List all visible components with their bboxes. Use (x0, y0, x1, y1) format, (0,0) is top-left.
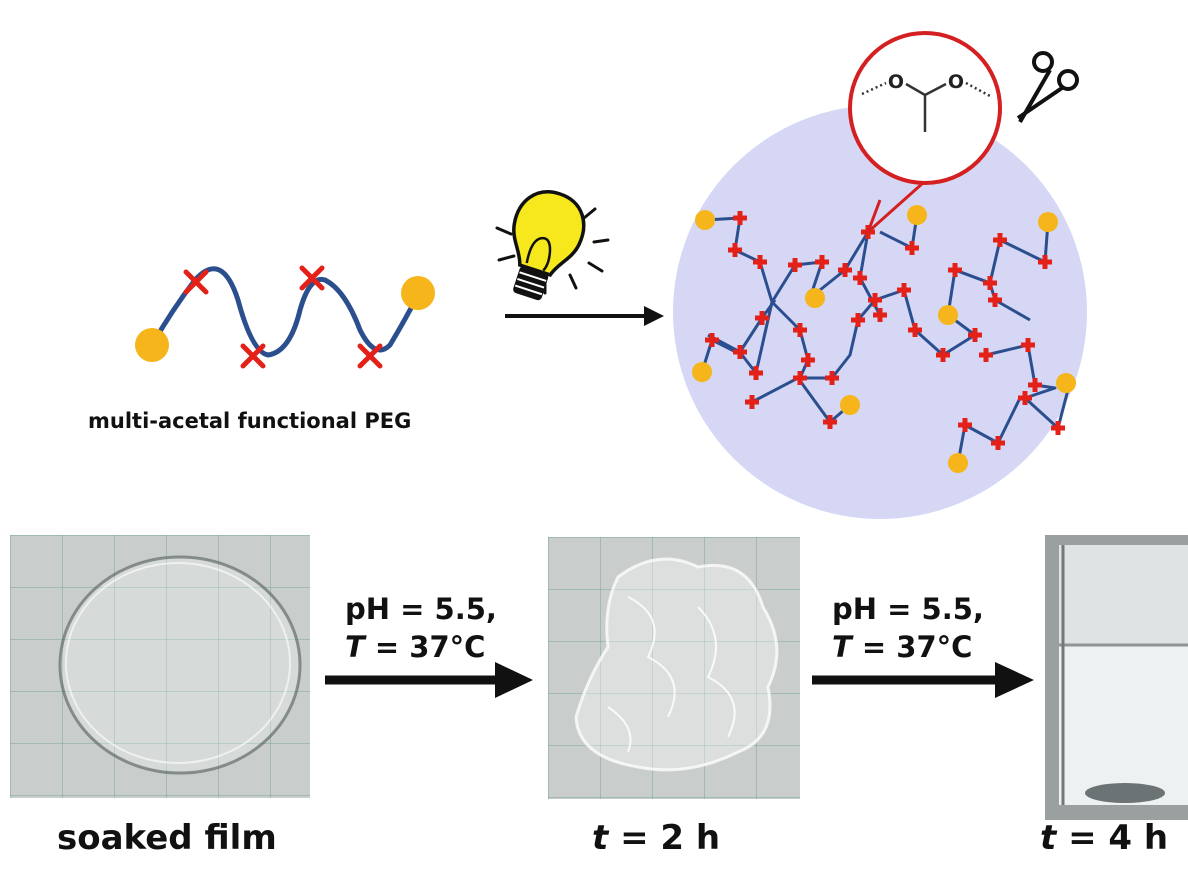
crosslink-marker (825, 371, 839, 385)
crosslink-marker (1018, 391, 1032, 405)
caption-text: soaked film (57, 818, 277, 858)
crosslink-marker (853, 271, 867, 285)
crosslink-marker (851, 313, 865, 327)
crosslink-marker (1021, 338, 1035, 352)
condition-1-temp: T = 37°C (345, 628, 497, 666)
crosslink-marker (905, 241, 919, 255)
crosslink-marker (988, 293, 1002, 307)
caption-soaked-film: soaked film (57, 818, 277, 858)
crosslink-marker (728, 243, 742, 257)
crosslink-marker (1038, 255, 1052, 269)
crosslink-marker (793, 371, 807, 385)
crosslink-marker (1051, 421, 1065, 435)
condition-2: pH = 5.5, T = 37°C (832, 590, 984, 666)
end-group (401, 276, 435, 310)
crosslink-marker (958, 418, 972, 432)
condition-2-temp: T = 37°C (832, 628, 984, 666)
peg-label: multi-acetal functional PEG (88, 409, 412, 433)
arrow-right-icon (812, 662, 1034, 698)
crosslink-marker (815, 255, 829, 269)
arrow-right-icon (325, 662, 533, 698)
acetal-magnifier: O O (848, 31, 1002, 234)
arrow-right-icon (505, 306, 664, 326)
photo-2h (548, 537, 800, 799)
photo-4h (1045, 535, 1188, 820)
temp-symbol: T (345, 630, 365, 664)
crosslink-marker (745, 395, 759, 409)
crosslink-marker (897, 283, 911, 297)
crosslink-marker (983, 276, 997, 290)
acetal-markers (183, 265, 383, 369)
crosslink-marker (823, 415, 837, 429)
crosslink-marker (979, 348, 993, 362)
crosslink-marker (801, 353, 815, 367)
network-crosslinks (705, 211, 1065, 450)
caption-2h: t = 2 h (592, 818, 720, 858)
crosslink-marker (749, 366, 763, 380)
crosslink-marker (838, 263, 852, 277)
oxygen-label-right: O (948, 71, 964, 93)
crosslink-marker (908, 323, 922, 337)
crosslink-marker (1028, 378, 1042, 392)
crosslink-marker (993, 233, 1007, 247)
crosslink-marker (705, 333, 719, 347)
peg-chain (135, 265, 435, 369)
end-group (135, 328, 169, 362)
crosslink-marker (733, 345, 747, 359)
temp-symbol: T (832, 630, 852, 664)
crosslink-marker (793, 323, 807, 337)
crosslink-marker (755, 311, 769, 325)
hydrogel-network (673, 105, 1087, 519)
crosslink-marker (753, 255, 767, 269)
condition-2-ph: pH = 5.5, (832, 592, 984, 626)
condition-1-ph: pH = 5.5, (345, 592, 497, 626)
temp-value: = 37°C (851, 630, 973, 664)
oxygen-label-left: O (888, 71, 904, 93)
glass-vial (1045, 535, 1188, 820)
time-symbol: t (1040, 818, 1057, 858)
crosslink-marker (868, 293, 882, 307)
caption-text: = 2 h (608, 818, 721, 858)
crosslink-marker (991, 436, 1005, 450)
caption-4h: t = 4 h (1040, 818, 1168, 858)
schematic: O O (135, 31, 1087, 519)
crosslink-marker (733, 211, 747, 225)
crosslink-marker (788, 258, 802, 272)
film-disc (58, 555, 302, 775)
light-bulb-icon (495, 190, 610, 301)
time-symbol: t (592, 818, 609, 858)
temp-value: = 37°C (364, 630, 486, 664)
crosslink-marker (948, 263, 962, 277)
crosslink-marker (968, 328, 982, 342)
crosslink-marker (936, 348, 950, 362)
crosslink-marker (873, 308, 887, 322)
caption-text: = 4 h (1056, 818, 1169, 858)
scissors-icon (1016, 51, 1079, 123)
swollen-gel (574, 557, 779, 772)
photo-soaked-film (10, 535, 310, 798)
network-end-groups (692, 205, 1076, 473)
condition-1: pH = 5.5, T = 37°C (345, 590, 497, 666)
